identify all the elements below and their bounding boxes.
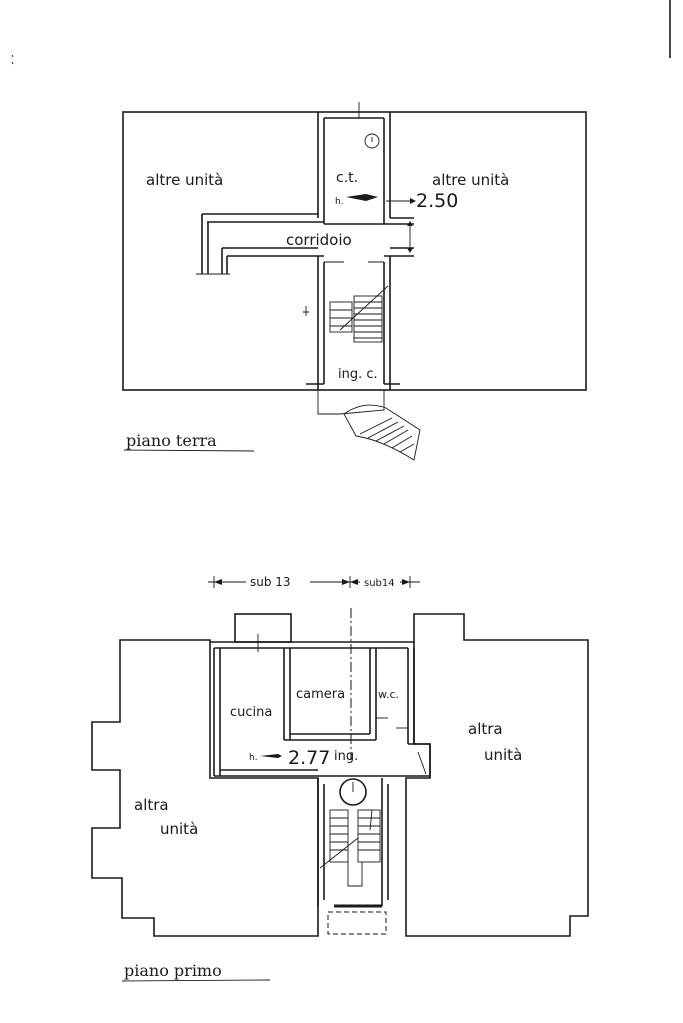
stair-hall-walls	[303, 256, 400, 390]
first-right-unit-outline	[405, 613, 589, 937]
first-left-unit-outline	[91, 639, 319, 937]
wc-label: w.c.	[378, 688, 399, 701]
first-other-unit-left-label-2: unità	[160, 820, 198, 838]
first-floor-stairwell	[317, 778, 389, 935]
apartment-walls	[210, 641, 431, 778]
first-floor-caption: piano primo	[124, 961, 222, 980]
sub-dimension-line	[208, 574, 420, 588]
ground-height-prefix: h.	[335, 197, 344, 207]
first-other-unit-right-label-1: altra	[468, 720, 503, 738]
sub13-label: sub 13	[250, 575, 291, 589]
first-other-unit-right-label-2: unità	[484, 746, 522, 764]
ground-other-units-left-label: altre unità	[146, 171, 223, 189]
first-height-prefix: h.	[249, 753, 258, 763]
page-edge-mark	[11, 0, 671, 65]
common-entrance-label: ing. c.	[338, 367, 378, 382]
ground-ceiling-height: 2.50	[416, 190, 458, 212]
sub14-label: sub14	[364, 578, 395, 589]
ground-floor-plan: altre unità altre unità c.t. h. 2.50 cor…	[122, 102, 587, 461]
boiler-room-label: c.t.	[336, 170, 358, 186]
kitchen-label: cucina	[230, 705, 272, 720]
bedroom-label: camera	[296, 687, 345, 702]
ground-floor-caption-underline	[123, 449, 255, 452]
ground-floor-outline	[122, 111, 587, 391]
first-entrance-label: ing.	[334, 749, 358, 764]
ground-other-units-right-label: altre unità	[432, 171, 509, 189]
first-other-unit-left-label-1: altra	[134, 796, 169, 814]
corridor-label: corridoio	[286, 231, 352, 249]
first-ceiling-height: 2.77	[288, 747, 330, 769]
entrance-steps	[317, 390, 421, 461]
corridor-walls	[196, 213, 414, 275]
boiler-room-walls	[317, 102, 416, 225]
ground-floor-caption: piano terra	[126, 431, 217, 450]
balcony	[234, 613, 292, 643]
first-floor-caption-underline	[121, 979, 271, 982]
first-floor-plan: sub 13 sub14	[91, 574, 589, 982]
